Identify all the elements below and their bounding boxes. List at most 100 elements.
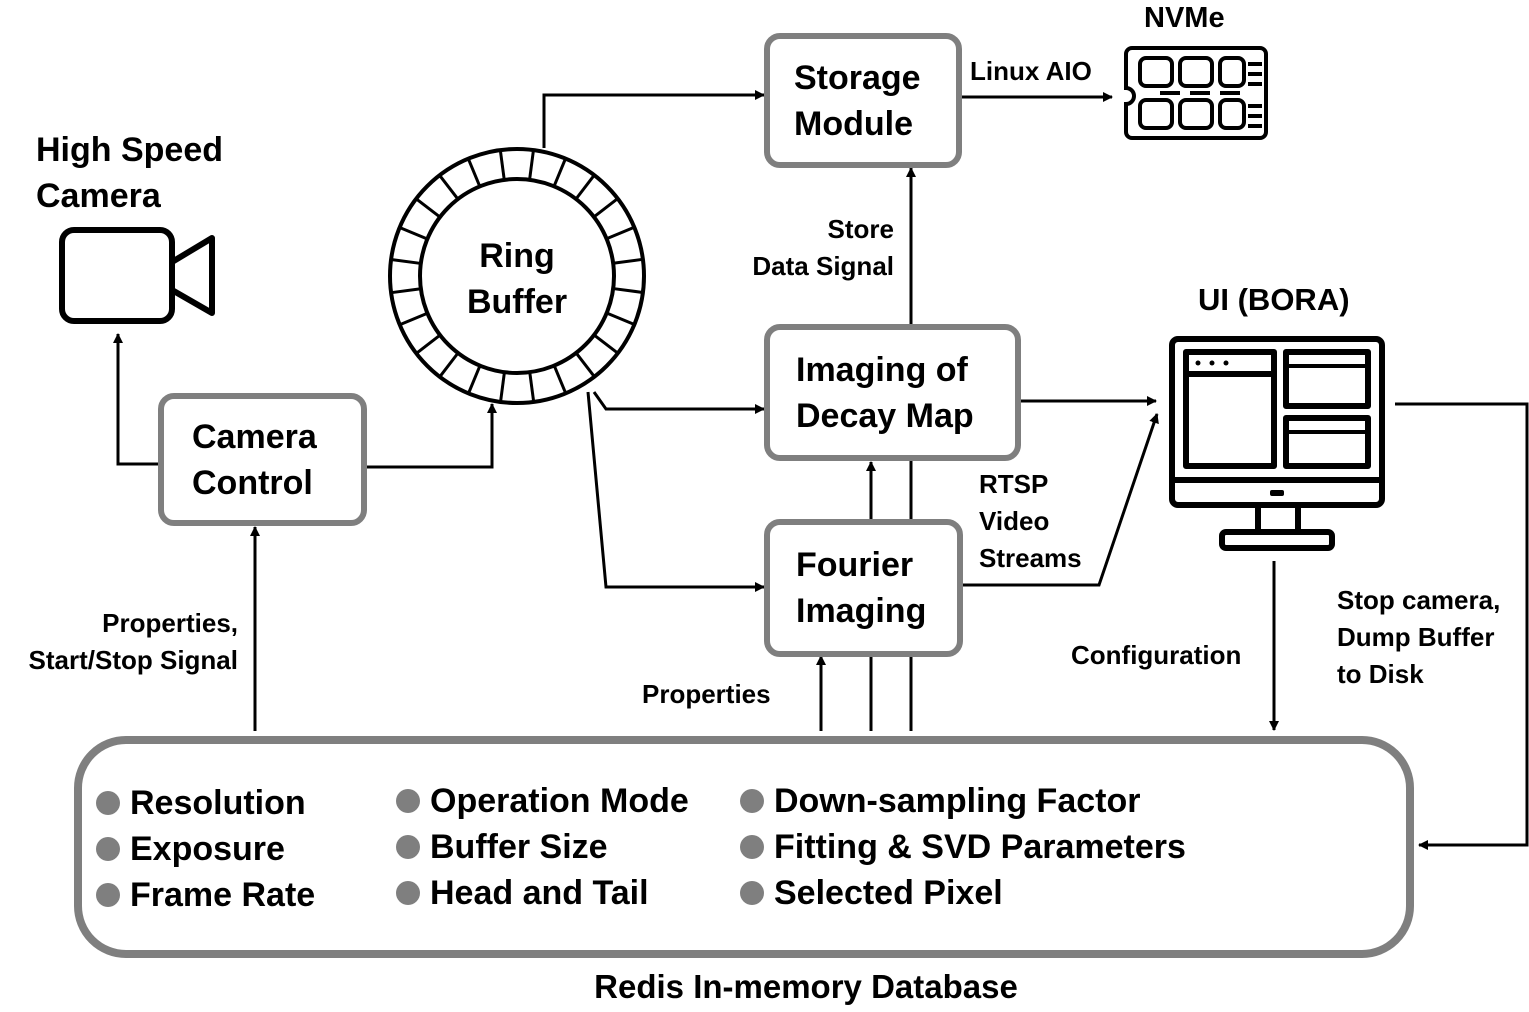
ring-segment-divider: [438, 174, 460, 201]
ring-segment-divider: [467, 365, 482, 394]
linux-aio-label: Linux AIO: [970, 56, 1092, 86]
db-item: Frame Rate: [96, 872, 315, 918]
ring-segment-divider: [498, 149, 506, 181]
properties-signal-line-1: Properties,: [102, 608, 238, 638]
ring-segment-divider: [612, 257, 644, 265]
nvme-drive-icon: [1124, 46, 1268, 140]
camera-control-line-1: Camera: [192, 417, 317, 456]
ring-segment-divider: [528, 149, 535, 181]
ring-segment-divider: [574, 351, 596, 378]
database-label: Redis In-memory Database: [594, 968, 1018, 1005]
bullet-icon: [96, 883, 120, 907]
db-item: Exposure: [96, 826, 315, 872]
ring-segment-divider: [390, 287, 422, 295]
ring-segment-divider: [606, 225, 635, 241]
ring-segment-divider: [499, 371, 506, 403]
store-signal-label: Store Data Signal: [714, 211, 894, 285]
db-item: Resolution: [96, 780, 315, 826]
db-item: Down-sampling Factor: [740, 778, 1186, 824]
db-column-2: Operation Mode Buffer Size Head and Tail: [396, 778, 689, 916]
rtsp-line-1: RTSP: [979, 469, 1049, 499]
arrow-ring-to-fourier: [586, 391, 765, 592]
ring-segment-divider: [399, 311, 428, 327]
rtsp-label: RTSP Video Streams: [979, 466, 1082, 577]
camera-label: High Speed Camera: [36, 127, 223, 219]
stop-camera-line-3: to Disk: [1337, 659, 1424, 689]
db-item: Operation Mode: [396, 778, 689, 824]
storage-module-line-1: Storage: [794, 58, 921, 97]
ring-segment-divider: [552, 158, 567, 187]
nvme-label: NVMe: [1144, 2, 1225, 34]
stop-camera-label: Stop camera, Dump Buffer to Disk: [1337, 582, 1500, 693]
fourier-imaging-box: Fourier Imaging: [764, 519, 963, 657]
bullet-icon: [740, 881, 764, 905]
properties-label: Properties: [642, 679, 771, 709]
ring-segment-divider: [574, 174, 596, 200]
monitor-icon: [1169, 336, 1385, 551]
configuration-label: Configuration: [1071, 640, 1242, 670]
db-item: Buffer Size: [396, 824, 689, 870]
storage-module-line-2: Module: [794, 104, 913, 143]
db-column-3: Down-sampling Factor Fitting & SVD Param…: [740, 778, 1186, 916]
ring-segment-divider: [612, 287, 644, 294]
storage-module-box: Storage Module: [764, 33, 962, 168]
camera-label-line-1: High Speed: [36, 131, 224, 169]
arrow-control-to-camera: [113, 333, 160, 466]
ring-buffer-label: Ring Buffer: [437, 233, 597, 325]
ring-segment-divider: [390, 258, 422, 265]
ring-segment-divider: [593, 333, 619, 355]
decay-map-line-1: Imaging of: [796, 350, 968, 389]
arrow-control-to-ring: [366, 403, 497, 469]
fourier-line-2: Imaging: [796, 592, 927, 630]
redis-database-box: Resolution Exposure Frame Rate Operation…: [74, 736, 1414, 958]
bullet-icon: [740, 789, 764, 813]
properties-signal-label: Properties, Start/Stop Signal: [0, 605, 238, 679]
store-signal-line-2: Data Signal: [752, 251, 894, 281]
db-item: Fitting & SVD Parameters: [740, 824, 1186, 870]
db-item-label: Head and Tail: [430, 873, 649, 912]
stop-camera-line-1: Stop camera,: [1337, 585, 1501, 615]
arrow-ring-to-decay: [592, 391, 765, 414]
store-signal-line-1: Store: [827, 214, 894, 244]
fourier-line-1: Fourier: [796, 546, 914, 584]
decay-map-line-2: Decay Map: [796, 396, 974, 435]
ring-segment-divider: [592, 197, 619, 219]
db-item-label: Down-sampling Factor: [774, 781, 1141, 820]
properties-signal-line-2: Start/Stop Signal: [28, 645, 238, 675]
db-column-1: Resolution Exposure Frame Rate: [96, 780, 315, 918]
camera-control-line-2: Control: [192, 463, 313, 502]
db-item-label: Selected Pixel: [774, 873, 1003, 912]
ui-label: UI (BORA): [1198, 282, 1350, 317]
decay-map-box: Imaging of Decay Map: [764, 324, 1021, 461]
ring-segment-divider: [528, 371, 536, 403]
video-camera-icon: [59, 227, 215, 324]
db-item-label: Exposure: [130, 829, 285, 868]
db-item-label: Fitting & SVD Parameters: [774, 827, 1186, 866]
arrow-fourier-to-ui: [962, 413, 1159, 587]
db-item: Head and Tail: [396, 870, 689, 916]
arrow-ring-to-storage: [542, 90, 765, 148]
camera-label-line-2: Camera: [36, 177, 161, 215]
arrow-ui-stop-to-db: [1395, 402, 1529, 850]
ring-segment-divider: [415, 333, 442, 355]
db-item-label: Frame Rate: [130, 875, 316, 914]
ring-segment-divider: [466, 158, 482, 187]
ring-segment-divider: [438, 352, 460, 378]
ring-buffer-line-2: Buffer: [466, 283, 568, 321]
rtsp-line-3: Streams: [979, 543, 1082, 573]
db-item-label: Resolution: [130, 783, 306, 822]
bullet-icon: [396, 881, 420, 905]
stop-camera-line-2: Dump Buffer: [1337, 622, 1495, 652]
camera-control-box: Camera Control: [158, 393, 367, 526]
ring-segment-divider: [399, 226, 428, 241]
db-item-label: Operation Mode: [430, 781, 689, 820]
bullet-icon: [396, 835, 420, 859]
ring-segment-divider: [415, 197, 441, 219]
rtsp-line-2: Video: [979, 506, 1050, 536]
db-item-label: Buffer Size: [430, 827, 608, 866]
bullet-icon: [740, 835, 764, 859]
db-item: Selected Pixel: [740, 870, 1186, 916]
ring-buffer-icon: [388, 147, 646, 405]
ring-buffer-line-1: Ring: [479, 237, 555, 275]
